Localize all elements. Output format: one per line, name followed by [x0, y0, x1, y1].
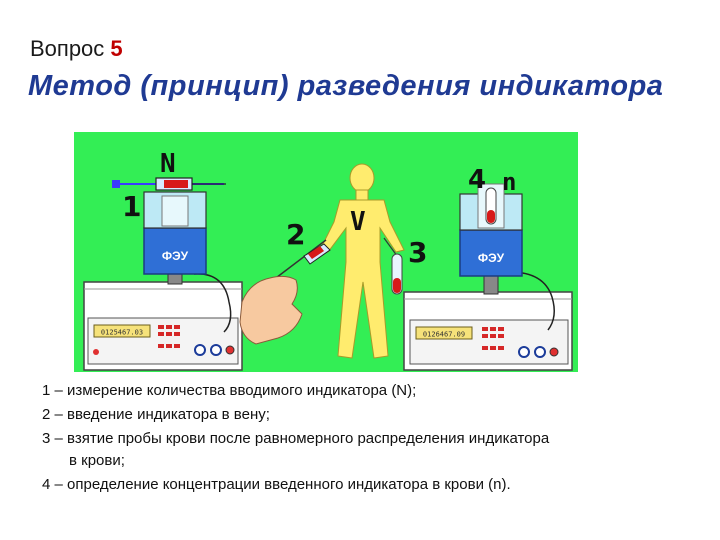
label-step-1: 1: [122, 190, 141, 223]
label-step-2: 2: [286, 218, 305, 251]
right-knob-1: [518, 346, 530, 358]
right-digital-display: [415, 326, 473, 340]
syringe-indicator-fill: [164, 180, 188, 188]
indicator-dilution-diagram: 0125467.03 ФЭУ 1 N: [74, 132, 578, 372]
right-display-readout: 0126467.09: [423, 331, 465, 339]
left-knob-2: [210, 344, 222, 356]
label-n: n: [502, 168, 516, 196]
legend-item-4: 4 – определение концентрации введенного …: [42, 474, 702, 496]
hand: [239, 275, 303, 345]
right-counter-buttons: [482, 327, 504, 350]
left-counter-buttons: [158, 325, 180, 348]
legend-item-1: 1 – измерение количества вводимого индик…: [42, 380, 702, 402]
slide-title: Метод (принцип) разведения индикатора: [28, 70, 664, 102]
left-power-indicator: [93, 349, 99, 355]
legend-item-1-text: 1 – измерение количества вводимого индик…: [42, 382, 417, 399]
right-pmt-body: [459, 229, 523, 277]
left-knob-3: [225, 345, 235, 355]
steps-legend: 1 – измерение количества вводимого индик…: [42, 380, 702, 498]
left-display-readout: 0125467.03: [101, 329, 143, 337]
label-step-3: 3: [408, 236, 427, 269]
question-heading: Вопрос 5: [30, 36, 123, 62]
question-label: Вопрос: [30, 36, 105, 61]
left-measuring-device: 0125467.03 ФЭУ: [83, 191, 243, 371]
legend-item-4-text: 4 – определение концентрации введенного …: [42, 476, 511, 493]
question-number: 5: [110, 36, 123, 61]
syringe-measurement: [112, 177, 226, 191]
label-N: N: [160, 149, 176, 179]
left-pmt-label: ФЭУ: [162, 249, 189, 263]
right-pmt-label: ФЭУ: [478, 251, 505, 265]
label-step-4: 4: [468, 165, 486, 195]
left-digital-display: [93, 324, 151, 338]
blood-sample-tube: [383, 237, 403, 295]
right-measuring-device: 0126467.09 ФЭУ: [403, 183, 573, 371]
left-pmt-body: [143, 227, 207, 275]
legend-item-3-continuation: в крови;: [69, 452, 125, 469]
right-pmt-stand: [483, 273, 499, 295]
label-V: V: [350, 207, 366, 237]
left-knob-1: [194, 344, 206, 356]
legend-item-3: 3 – взятие пробы крови после равномерног…: [42, 428, 702, 472]
legend-item-3-text: 3 – взятие пробы крови после равномерног…: [42, 430, 550, 447]
legend-item-2: 2 – введение индикатора в вену;: [42, 404, 702, 426]
legend-item-2-text: 2 – введение индикатора в вену;: [42, 406, 270, 423]
right-knob-3: [549, 347, 559, 357]
right-knob-2: [534, 346, 546, 358]
